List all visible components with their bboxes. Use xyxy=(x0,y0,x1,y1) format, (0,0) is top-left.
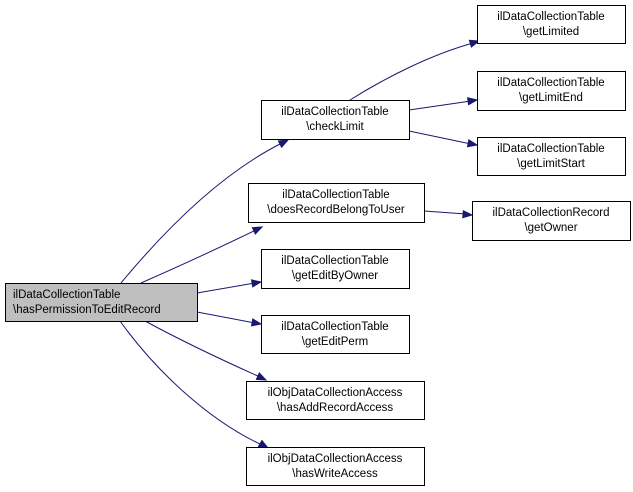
edge-root-to-hasAddRecordAccess xyxy=(144,320,268,381)
node-method-label: \hasAddRecordAccess xyxy=(277,402,394,414)
node-box xyxy=(246,447,425,486)
node-class-label: ilDataCollectionTable xyxy=(497,11,604,23)
edge-root-to-hasWriteAccess xyxy=(119,320,270,449)
edge-line xyxy=(120,142,283,284)
edges-layer xyxy=(119,39,481,449)
node-class-label: ilDataCollectionTable xyxy=(497,77,604,89)
node-box xyxy=(246,381,425,420)
edge-line xyxy=(196,311,256,324)
node-method-label: \getLimitStart xyxy=(517,158,586,170)
node-box xyxy=(261,100,410,140)
node-class-label: ilDataCollectionTable xyxy=(13,289,120,301)
arrowhead-icon xyxy=(251,226,264,235)
node-method-label: \getLimitEnd xyxy=(519,92,583,104)
edge-checkLimit-to-getLimited xyxy=(349,39,481,101)
node-getLimitEnd[interactable]: ilDataCollectionTable \getLimitEnd xyxy=(477,71,626,111)
node-class-label: ilDataCollectionTable xyxy=(281,321,388,333)
node-hasAddRecordAccess[interactable]: ilObjDataCollectionAccess \hasAddRecordAc… xyxy=(246,381,425,420)
edge-line xyxy=(140,229,257,284)
edge-line xyxy=(408,130,472,145)
node-class-label: ilObjDataCollectionAccess xyxy=(268,453,403,465)
node-class-label: ilDataCollectionTable xyxy=(282,189,389,201)
node-method-label: \hasWriteAccess xyxy=(292,468,378,480)
node-class-label: ilDataCollectionTable xyxy=(497,143,604,155)
node-getEditByOwner[interactable]: ilDataCollectionTable \getEditByOwner xyxy=(261,249,410,289)
node-checkLimit[interactable]: ilDataCollectionTable \checkLimit xyxy=(261,100,410,140)
node-class-label: ilObjDataCollectionAccess xyxy=(268,387,403,399)
arrowhead-icon xyxy=(277,139,290,149)
arrowhead-icon xyxy=(257,439,270,449)
node-method-label: \getEditPerm xyxy=(302,336,368,348)
node-method-label: \getLimited xyxy=(523,26,579,38)
arrowhead-icon xyxy=(255,372,268,381)
node-getLimitStart[interactable]: ilDataCollectionTable \getLimitStart xyxy=(477,137,626,176)
edge-root-to-checkLimit xyxy=(120,139,290,284)
node-method-label: \doesRecordBelongToUser xyxy=(267,204,405,216)
node-box xyxy=(472,201,631,241)
edge-line xyxy=(119,320,263,446)
node-getOwner[interactable]: ilDataCollectionRecord \getOwner xyxy=(472,201,631,241)
node-method-label: \getOwner xyxy=(524,222,577,234)
arrowhead-icon xyxy=(462,209,474,219)
node-class-label: ilDataCollectionRecord xyxy=(493,207,610,219)
edge-line xyxy=(144,320,261,378)
edge-root-to-getEditByOwner xyxy=(196,279,263,294)
node-box xyxy=(477,71,626,111)
node-getEditPerm[interactable]: ilDataCollectionTable \getEditPerm xyxy=(261,315,410,354)
arrowhead-icon xyxy=(468,39,481,48)
arrowhead-icon xyxy=(250,318,263,327)
edge-line xyxy=(196,282,256,294)
edge-checkLimit-to-getLimitStart xyxy=(408,130,479,148)
arrowhead-icon xyxy=(466,139,479,148)
edge-line xyxy=(408,100,472,111)
edge-root-to-doesRecordBelongToUser xyxy=(140,226,264,284)
node-class-label: ilDataCollectionTable xyxy=(281,255,388,267)
edge-doesRecordBelongToUser-to-getOwner xyxy=(423,209,474,219)
node-method-label: \getEditByOwner xyxy=(292,270,378,282)
node-method-label: \checkLimit xyxy=(306,121,364,133)
edge-line xyxy=(423,210,467,215)
node-hasWriteAccess[interactable]: ilObjDataCollectionAccess \hasWriteAccess xyxy=(246,447,425,486)
edge-checkLimit-to-getLimitEnd xyxy=(408,97,479,111)
node-box xyxy=(248,183,425,223)
edge-root-to-getEditPerm xyxy=(196,311,263,327)
node-getLimited[interactable]: ilDataCollectionTable \getLimited xyxy=(477,5,626,44)
node-doesRecordBelongToUser[interactable]: ilDataCollectionTable \doesRecordBelongTo… xyxy=(248,183,425,223)
node-box xyxy=(261,249,410,289)
node-class-label: ilDataCollectionTable xyxy=(281,106,388,118)
arrowhead-icon xyxy=(250,279,263,288)
arrowhead-icon xyxy=(467,97,479,106)
node-box xyxy=(261,315,410,354)
edge-line xyxy=(349,42,474,101)
node-method-label: \hasPermissionToEditRecord xyxy=(13,304,161,316)
node-root[interactable]: ilDataCollectionTable \hasPermissionToEdi… xyxy=(5,283,198,322)
node-box xyxy=(477,137,626,176)
node-box xyxy=(477,5,626,44)
nodes-layer: ilDataCollectionTable \hasPermissionToEdi… xyxy=(5,5,631,486)
node-box xyxy=(5,283,198,322)
